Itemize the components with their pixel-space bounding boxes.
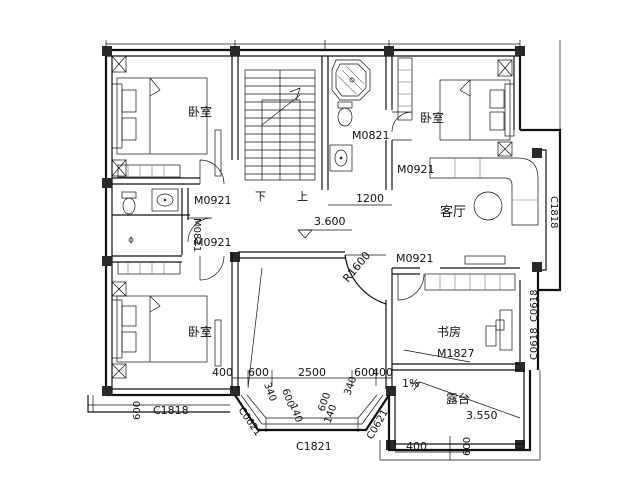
door-label-m0921-left-bottom: M0921 [194, 236, 232, 249]
elevation-marker [297, 229, 313, 239]
terrace [379, 370, 541, 461]
room-label-bedroom-bottom: 卧室 [188, 324, 212, 339]
door-label-m1827: M1827 [437, 347, 475, 360]
dim-2500: 2500 [298, 366, 326, 379]
door-label-m0821-upper: M0821 [352, 129, 390, 142]
window-label-c1818-right: C1818 [548, 196, 559, 228]
dim-600-vert-left: 600 [132, 401, 143, 420]
staircase [244, 69, 316, 181]
opening-line [247, 267, 263, 389]
slope-label: 1% [402, 377, 419, 390]
dim-600-bottom: 600 [462, 437, 473, 456]
exterior-walls [87, 48, 562, 413]
dim-140-left: 140 [287, 402, 304, 424]
study-furniture [424, 273, 516, 351]
room-label-living: 客厅 [440, 204, 466, 220]
room-label-bedroom-top: 卧室 [188, 104, 212, 119]
axis-marks [105, 40, 561, 130]
stair-down-label: 下 [255, 190, 266, 203]
window-label-c1818-left: C1818 [153, 404, 189, 417]
stair-up-label: 上 [297, 190, 308, 203]
living-sofa [429, 157, 539, 265]
bed-top-left [111, 55, 222, 177]
window-label-c1821: C1821 [296, 440, 332, 453]
dim-400-left: 400 [212, 366, 233, 379]
door-label-m0821-vertical: M0821 [191, 218, 202, 252]
level-terrace: 3.550 [466, 409, 498, 422]
dimension-lines [92, 204, 470, 460]
bed-bottom-left [111, 261, 222, 379]
structural-columns [102, 46, 542, 450]
bay-window [234, 394, 390, 432]
door-label-m0921-study: M0921 [396, 252, 434, 265]
room-label-study: 书房 [437, 324, 461, 339]
dim-340-left: 340 [261, 381, 278, 403]
dim-r1600: R1600 [340, 249, 373, 285]
dim-1200: 1200 [356, 192, 384, 205]
dim-600-right: 600 [354, 366, 375, 379]
dim-400-right: 400 [372, 366, 393, 379]
door-label-m0921-left-top: M0921 [194, 194, 232, 207]
wardrobe-top [117, 164, 181, 178]
window-label-c0621-left: C0621 [236, 405, 264, 438]
bathroom-fixtures [121, 59, 371, 244]
dim-400-bottom: 400 [406, 440, 427, 453]
level-floor: 3.600 [314, 215, 346, 228]
door-label-m0921-right: M0921 [397, 163, 435, 176]
door-swings [187, 111, 471, 363]
room-label-bedroom-right: 卧室 [420, 110, 444, 125]
room-label-terrace: 露台 [446, 391, 470, 406]
window-label-c0618-a: C0618 [529, 290, 540, 322]
dim-340-right: 340 [342, 375, 359, 397]
window-label-c0618-b: C0618 [529, 328, 540, 360]
bed-top-right [397, 57, 515, 157]
dim-600-left: 600 [248, 366, 269, 379]
